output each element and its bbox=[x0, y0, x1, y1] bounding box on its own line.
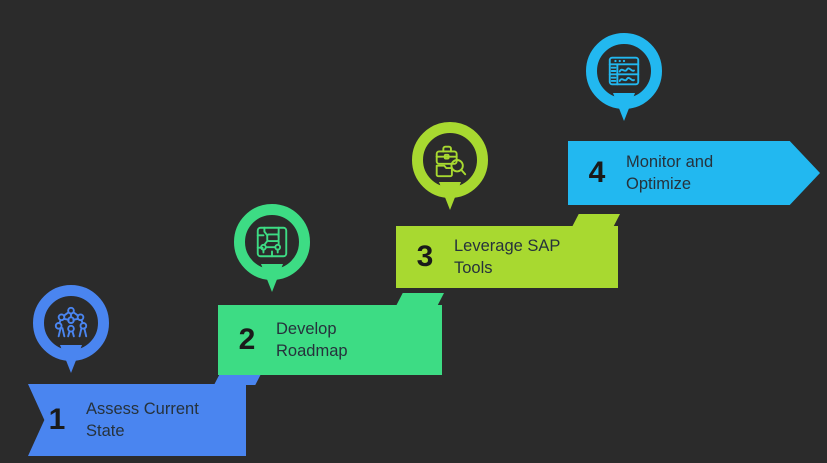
dashboard-chart-icon bbox=[605, 52, 643, 90]
step-3-pin-tail bbox=[439, 182, 461, 210]
step-3-ribbon[interactable]: 3 Leverage SAP Tools bbox=[396, 226, 618, 288]
step-4-pin-tail bbox=[613, 93, 635, 121]
step-4-label: Monitor and Optimize bbox=[626, 152, 714, 193]
step-1-fold-tab bbox=[214, 372, 262, 385]
step-2-fold-tab bbox=[396, 293, 444, 306]
step-1-pin[interactable] bbox=[33, 285, 109, 379]
step-2-number: 2 bbox=[238, 323, 256, 356]
step-4-pin[interactable] bbox=[586, 33, 662, 127]
network-nodes-icon bbox=[52, 304, 90, 342]
step-1-ribbon[interactable]: 1 Assess Current State bbox=[28, 384, 246, 456]
step-2-label: Develop Roadmap bbox=[276, 319, 348, 360]
step-3-label: Leverage SAP Tools bbox=[454, 236, 561, 277]
step-4-number: 4 bbox=[588, 156, 606, 189]
step-3-fold-tab bbox=[572, 214, 620, 227]
toolbox-search-icon bbox=[431, 141, 469, 179]
step-1-label: Assess Current State bbox=[86, 399, 199, 440]
step-4-ribbon[interactable]: 4 Monitor and Optimize bbox=[568, 141, 820, 205]
step-2-ribbon[interactable]: 2 Develop Roadmap bbox=[218, 305, 442, 375]
roadmap-grid-icon bbox=[253, 223, 291, 261]
step-2-pin-tail bbox=[261, 264, 283, 292]
step-3-number: 3 bbox=[416, 240, 434, 273]
step-1-pin-tail bbox=[60, 345, 82, 373]
step-1-number: 1 bbox=[48, 403, 66, 436]
step-2-pin[interactable] bbox=[234, 204, 310, 298]
step-3-pin[interactable] bbox=[412, 122, 488, 216]
